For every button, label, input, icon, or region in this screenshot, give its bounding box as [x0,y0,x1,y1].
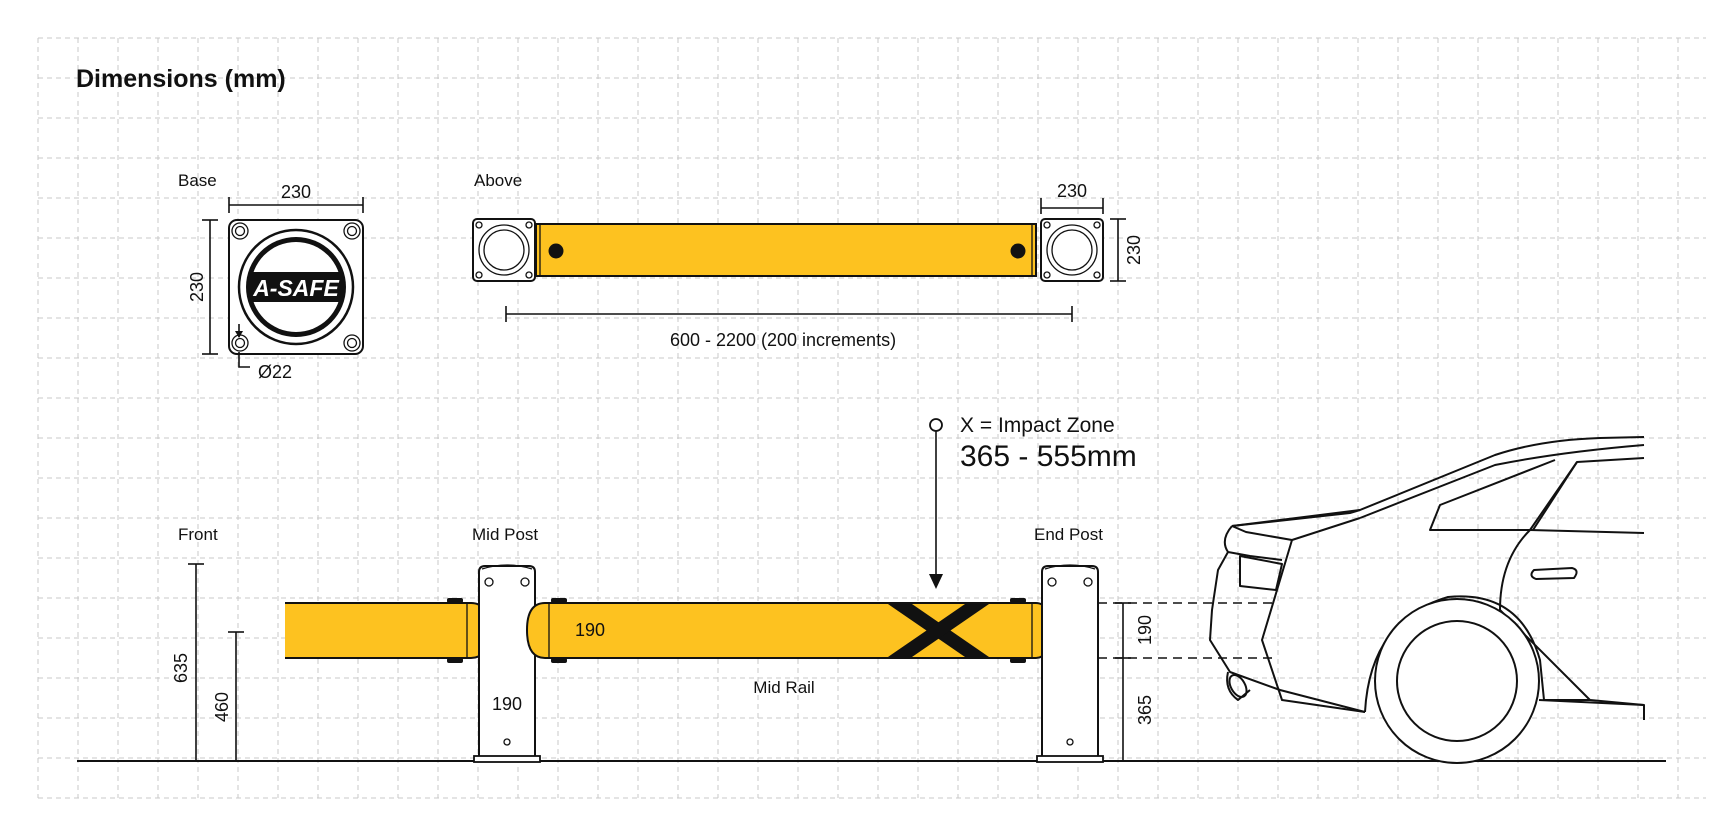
base-height-label: 230 [187,272,207,302]
rail-length-label: 600 - 2200 (200 increments) [670,330,896,350]
a-safe-logo: A-SAFE [252,275,339,301]
front-left-rail [285,603,471,658]
mid-post: 190 [473,564,541,763]
above-post-width-label: 230 [1057,181,1087,201]
end-base-height-label: 365 [1135,695,1155,725]
above-right-post [1040,218,1104,282]
above-view-label: Above [474,171,522,190]
above-view: Above 230 230 600 - 2200 (200 increments… [472,171,1144,350]
car-wheel [1374,598,1540,764]
above-rail [535,223,1037,277]
front-rail-height-label: 460 [212,692,232,722]
mid-post-width-label: 190 [492,694,522,714]
front-view-label: Front [178,525,218,544]
car-illustration [1209,436,1645,764]
above-post-height-label: 230 [1124,235,1144,265]
end-post [1036,564,1104,763]
impact-zone-label: X = Impact Zone [960,414,1115,437]
above-left-post [472,218,536,282]
hole-diameter-label: Ø22 [258,362,292,382]
base-view: Base 230 230 A-SAFE Ø22 [178,171,364,382]
front-view: Front Mid Post End Post 635 460 190 [77,414,1666,763]
mid-rail-label: Mid Rail [753,678,814,697]
end-rail-height-label: 190 [1135,615,1155,645]
base-view-label: Base [178,171,217,190]
impact-pointer-origin [929,418,943,432]
end-post-label: End Post [1034,525,1103,544]
front-post-height-label: 635 [171,653,191,683]
page-title: Dimensions (mm) [76,65,286,93]
impact-range-label: 365 - 555mm [960,440,1137,473]
mid-rail: 190 Mid Rail [525,598,1052,697]
mid-post-label: Mid Post [472,525,538,544]
base-width-label: 230 [281,182,311,202]
rail-height-label: 190 [575,620,605,640]
